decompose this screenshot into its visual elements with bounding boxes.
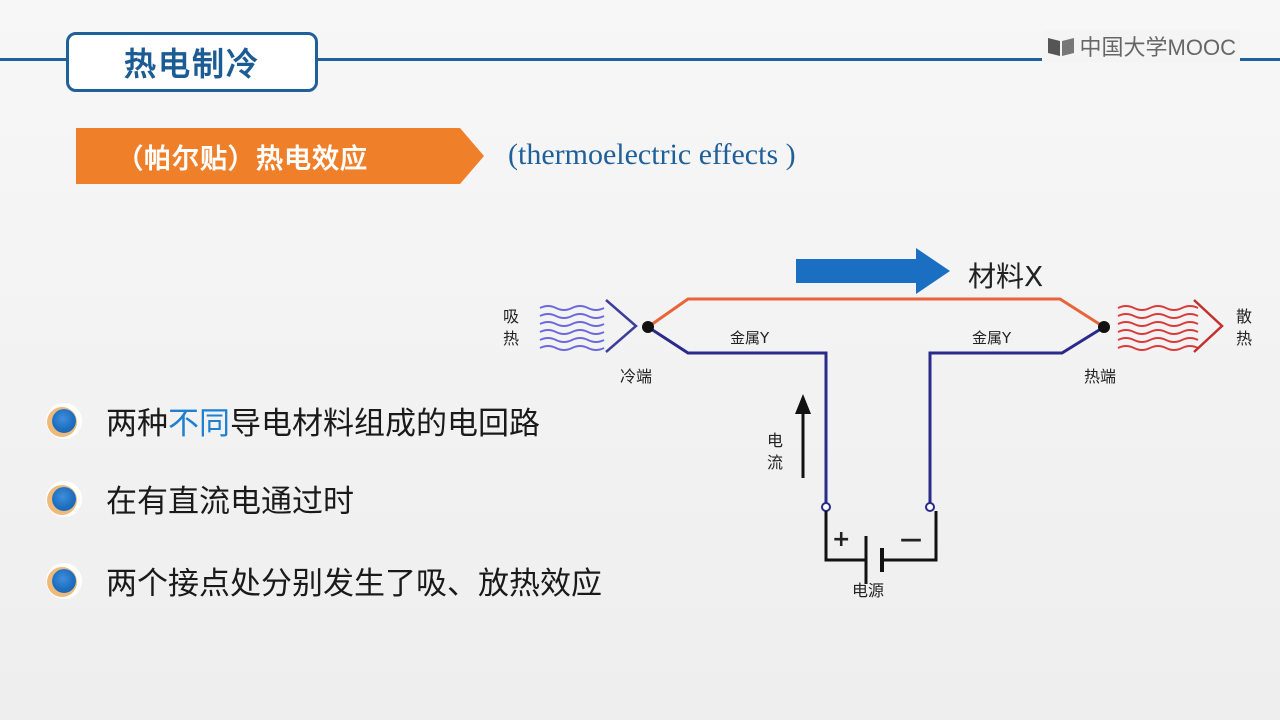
minus-sign: — <box>900 527 922 552</box>
bullet-item: 两种不同导电材料组成的电回路 <box>44 398 540 443</box>
metal-y-right-label: 金属Y <box>972 329 1012 347</box>
hot-end-label: 热端 <box>1084 367 1116 386</box>
book-logo-icon <box>1047 38 1074 56</box>
bullet-highlight: 不同 <box>168 406 230 442</box>
bullet-item: 两个接点处分别发生了吸、放热效应 <box>44 558 602 603</box>
current-label-1: 电 <box>767 431 783 450</box>
cold-heat-waves-icon <box>539 299 638 353</box>
release-heat-label-1: 散 <box>1236 307 1252 326</box>
absorb-heat-label-2: 热 <box>503 329 519 348</box>
battery-icon <box>824 511 938 584</box>
section-english-title: (thermoelectric effects ) <box>508 138 796 171</box>
absorb-heat-label-1: 吸 <box>503 307 519 326</box>
metal-y-left-label: 金属Y <box>730 329 770 347</box>
bullet-text-part: 导电材料组成的电回路 <box>230 406 540 442</box>
cold-junction <box>642 321 654 333</box>
page-title-box: 热电制冷 <box>66 32 318 92</box>
logo-text: 中国大学MOOC <box>1079 35 1236 60</box>
section-banner <box>76 128 484 184</box>
terminal-right <box>925 502 935 512</box>
hot-heat-waves-icon <box>1117 299 1224 353</box>
plus-sign: + <box>832 527 850 552</box>
bullet-item: 在有直流电通过时 <box>44 476 354 521</box>
metal-y-left-wire <box>647 325 828 505</box>
hot-junction <box>1098 321 1110 333</box>
mooc-logo: 中国大学MOOC <box>1041 30 1240 62</box>
material-x-wire <box>647 297 1105 329</box>
power-source-label: 电源 <box>852 581 884 600</box>
material-x-label: 材料X <box>968 260 1043 293</box>
header-rule <box>0 58 1280 61</box>
release-heat-label-2: 热 <box>1236 329 1252 348</box>
cold-end-label: 冷端 <box>620 367 652 386</box>
bullet-dot-icon <box>52 486 76 511</box>
section-title: （帕尔贴）热电效应 <box>116 143 368 175</box>
bullet-dot-icon <box>52 568 76 593</box>
page-title: 热电制冷 <box>123 45 260 83</box>
terminal-left <box>821 502 831 512</box>
current-label-2: 流 <box>767 453 783 472</box>
bullet-text: 在有直流电通过时 <box>106 484 354 520</box>
metal-y-right-wire <box>928 325 1105 505</box>
bullet-text-part: 两种 <box>106 406 168 442</box>
bullet-dot-icon <box>52 408 76 433</box>
bullet-text: 两个接点处分别发生了吸、放热效应 <box>106 566 602 602</box>
material-x-arrow-icon <box>796 248 950 294</box>
bullet-text: 两种不同导电材料组成的电回路 <box>106 398 540 443</box>
current-arrow-icon <box>795 394 811 478</box>
